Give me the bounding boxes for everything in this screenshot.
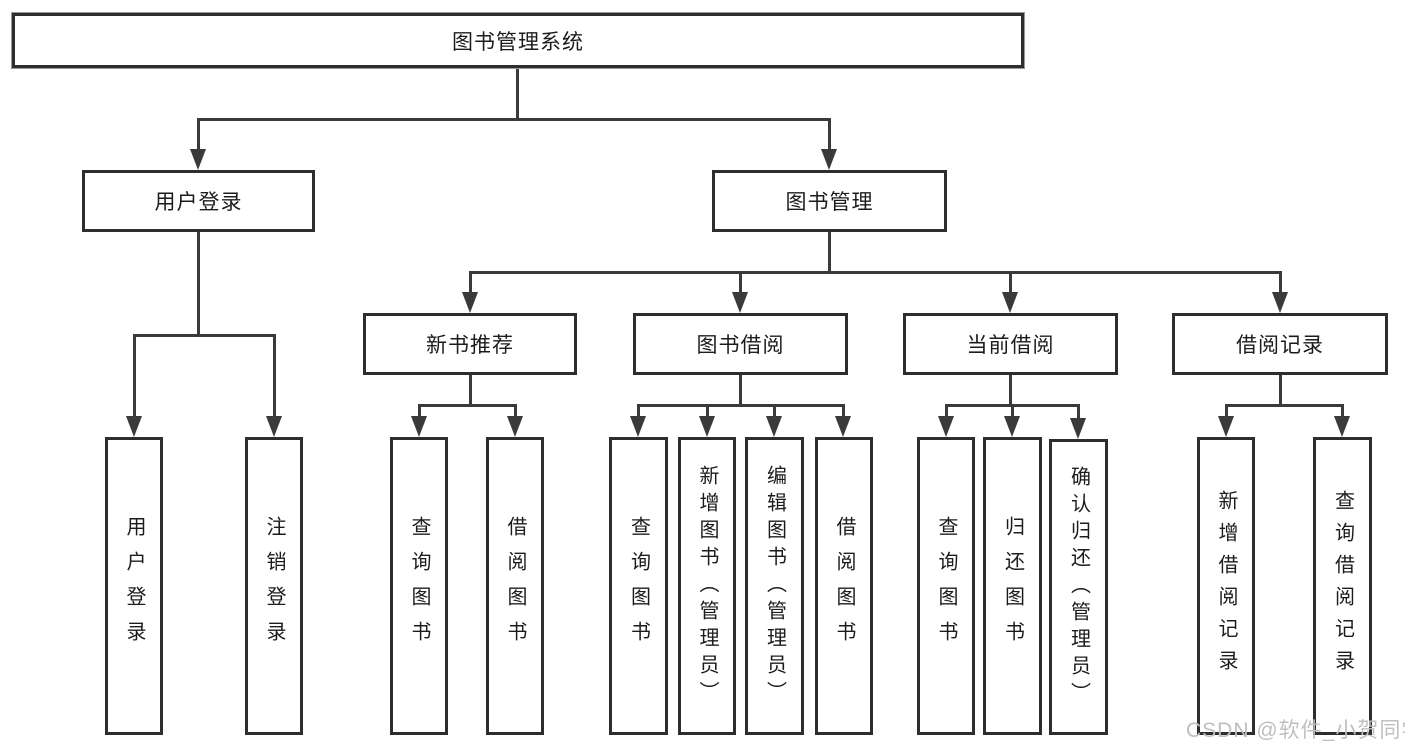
node-label: 查询图书 [627,516,650,656]
node-library-management-system: 图书管理系统 [12,13,1024,68]
node-book-management: 图书管理 [712,170,947,232]
arrow-down-icon [938,416,954,437]
arrow-down-icon [766,416,782,437]
arrow-down-icon [835,416,851,437]
arrow-down-icon [732,292,748,313]
arrow-down-icon [1218,416,1234,437]
connector-line [197,118,831,121]
node-label: 借阅记录 [1236,334,1324,357]
connector-line [828,230,831,274]
connector-line [418,404,517,407]
connector-line [197,230,200,337]
node-label: 借阅图书 [833,516,855,656]
node-label: 新增借阅记录 [1215,490,1237,682]
connector-line [637,404,845,407]
node-label: 图书管理 [785,191,874,214]
node-label: 归还图书 [1001,516,1024,656]
connector-line [637,404,640,418]
node-label: 图书借阅 [696,334,785,357]
leaf-add-books-admin: 新增图书（管理员） [678,437,736,735]
connector-line [516,68,519,120]
arrow-down-icon [190,149,206,170]
arrow-down-icon [126,416,142,437]
watermark: CSDN @软件_小贺同学 [1186,719,1405,742]
connector-line [945,404,948,418]
arrow-down-icon [462,292,478,313]
connector-line [1225,404,1228,418]
node-user-login: 用户登录 [82,170,315,232]
leaf-query-books-recommend: 查询图书 [390,437,448,735]
node-label: 查询借阅记录 [1331,490,1354,682]
node-new-book-recommend: 新书推荐 [363,313,577,375]
arrow-down-icon [1272,292,1288,313]
connector-line [828,118,831,153]
arrow-down-icon [821,149,837,170]
leaf-query-borrow-record: 查询借阅记录 [1313,437,1372,735]
connector-line [706,404,709,418]
leaf-borrow-books: 借阅图书 [815,437,873,735]
connector-line [469,271,472,295]
arrow-down-icon [1004,416,1020,437]
node-label: 查询图书 [935,516,957,656]
arrow-down-icon [1334,416,1350,437]
leaf-return-books: 归还图书 [983,437,1042,735]
connector-line [1077,404,1080,418]
node-current-borrow: 当前借阅 [903,313,1118,375]
node-label: 新增图书（管理员） [696,464,718,708]
node-borrow-records: 借阅记录 [1172,313,1388,375]
node-label: 新书推荐 [426,334,514,357]
node-label: 当前借阅 [966,334,1055,357]
node-label: 编辑图书（管理员） [763,464,786,708]
leaf-edit-books-admin: 编辑图书（管理员） [745,437,804,735]
connector-line [1009,271,1012,295]
connector-line [133,334,136,419]
node-label: 借阅图书 [504,516,526,656]
connector-line [273,334,276,419]
arrow-down-icon [507,416,523,437]
connector-line [514,404,517,418]
connector-line [197,118,200,153]
connector-line [1009,373,1012,407]
node-label: 查询图书 [408,516,430,656]
connector-line [1341,404,1344,418]
connector-line [773,404,776,418]
leaf-borrow-books-recommend: 借阅图书 [486,437,544,735]
node-label: 确认归还（管理员） [1067,465,1090,709]
connector-line [1279,271,1282,295]
connector-line [469,373,472,407]
connector-line [739,373,742,407]
node-label: 注销登录 [263,516,285,656]
node-label: 用户登录 [123,516,145,656]
connector-line [739,271,742,295]
arrow-down-icon [266,416,282,437]
arrow-down-icon [699,416,715,437]
node-label: 图书管理系统 [452,30,584,54]
connector-line [133,334,276,337]
connector-line [1011,404,1014,418]
node-label: 用户登录 [154,191,243,214]
leaf-add-borrow-record: 新增借阅记录 [1197,437,1255,735]
leaf-query-books-current: 查询图书 [917,437,975,735]
arrow-down-icon [630,416,646,437]
arrow-down-icon [411,416,427,437]
connector-line [1279,373,1282,407]
leaf-user-login: 用户登录 [105,437,163,735]
arrow-down-icon [1070,418,1086,439]
leaf-logout: 注销登录 [245,437,303,735]
connector-line [418,404,421,418]
connector-line [469,271,1282,274]
leaf-confirm-return-admin: 确认归还（管理员） [1049,439,1108,735]
arrow-down-icon [1002,292,1018,313]
connector-line [1225,404,1344,407]
node-book-borrow: 图书借阅 [633,313,848,375]
leaf-query-books-borrow: 查询图书 [609,437,668,735]
connector-line [842,404,845,418]
